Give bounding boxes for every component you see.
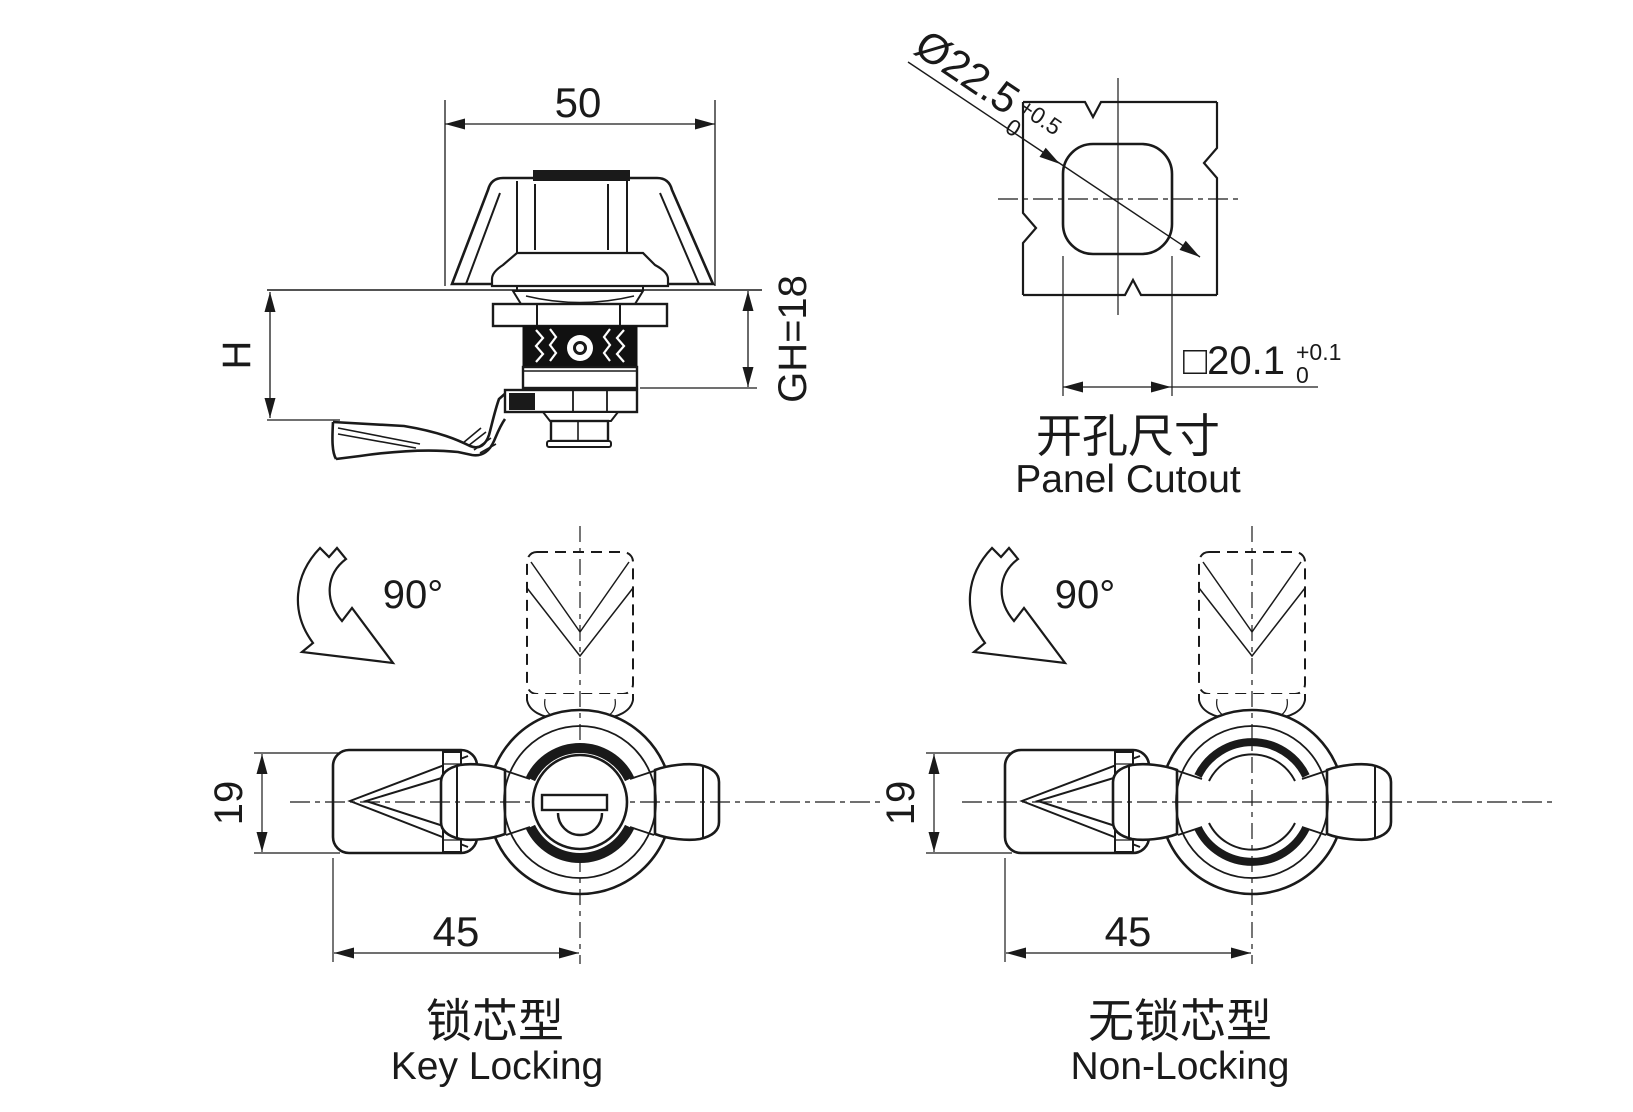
dim-50-label: 50 bbox=[555, 79, 602, 126]
dim-GH bbox=[640, 291, 757, 389]
svg-text:0: 0 bbox=[1296, 362, 1309, 388]
non-locking-detail bbox=[1194, 738, 1310, 866]
key-locking-dim45-label: 45 bbox=[433, 908, 480, 955]
body-sleeve bbox=[521, 365, 639, 390]
bottom-flange bbox=[546, 440, 612, 448]
panel-cutout-view bbox=[907, 61, 1318, 396]
dim-19 bbox=[254, 752, 340, 854]
dim-diameter-label: Ø22.5 +0.5 0 bbox=[907, 20, 1066, 142]
dim-square bbox=[1062, 256, 1318, 396]
non-locking-title-en: Non-Locking bbox=[1071, 1045, 1290, 1088]
key-locking-dim19-label: 19 bbox=[207, 781, 251, 826]
key-locking-angle-label: 90° bbox=[383, 573, 444, 617]
svg-text:Ø22.5: Ø22.5 bbox=[907, 20, 1028, 123]
svg-text:+0.1: +0.1 bbox=[1296, 339, 1341, 365]
cam-lever-side bbox=[331, 391, 508, 461]
non-locking-angle-label: 90° bbox=[1055, 573, 1116, 617]
lock-body-stack bbox=[491, 290, 669, 448]
key-locking-title-en: Key Locking bbox=[391, 1045, 603, 1088]
key-slot bbox=[540, 793, 609, 812]
wing-knob-side bbox=[450, 170, 715, 290]
non-locking-title-zh: 无锁芯型 bbox=[1088, 995, 1272, 1047]
square-nut bbox=[549, 419, 610, 443]
dim-diameter bbox=[907, 61, 1201, 258]
rotation-arrow bbox=[296, 546, 396, 665]
dim-45 bbox=[332, 858, 579, 962]
panel-cutout-title-zh: 开孔尺寸 bbox=[1036, 410, 1220, 462]
panel-outline bbox=[1021, 100, 1219, 297]
key-locking-title-zh: 锁芯型 bbox=[426, 995, 564, 1047]
panel-cutout-title-en: Panel Cutout bbox=[1015, 458, 1241, 501]
svg-text:□20.1: □20.1 bbox=[1183, 339, 1285, 383]
lower-washer bbox=[540, 411, 621, 422]
dim-square-label: □20.1 +0.1 0 bbox=[1183, 339, 1341, 388]
dim-GH-label: GH=18 bbox=[771, 275, 815, 403]
dim-H-label: H bbox=[215, 341, 259, 370]
non-locking-dim45-label: 45 bbox=[1105, 908, 1152, 955]
dim-50 bbox=[444, 100, 716, 286]
key-cylinder-detail bbox=[526, 742, 634, 864]
side-view bbox=[264, 100, 762, 461]
non-locking-dim19-label: 19 bbox=[879, 781, 923, 826]
hex-nut bbox=[491, 302, 669, 328]
dim-H bbox=[264, 292, 340, 421]
